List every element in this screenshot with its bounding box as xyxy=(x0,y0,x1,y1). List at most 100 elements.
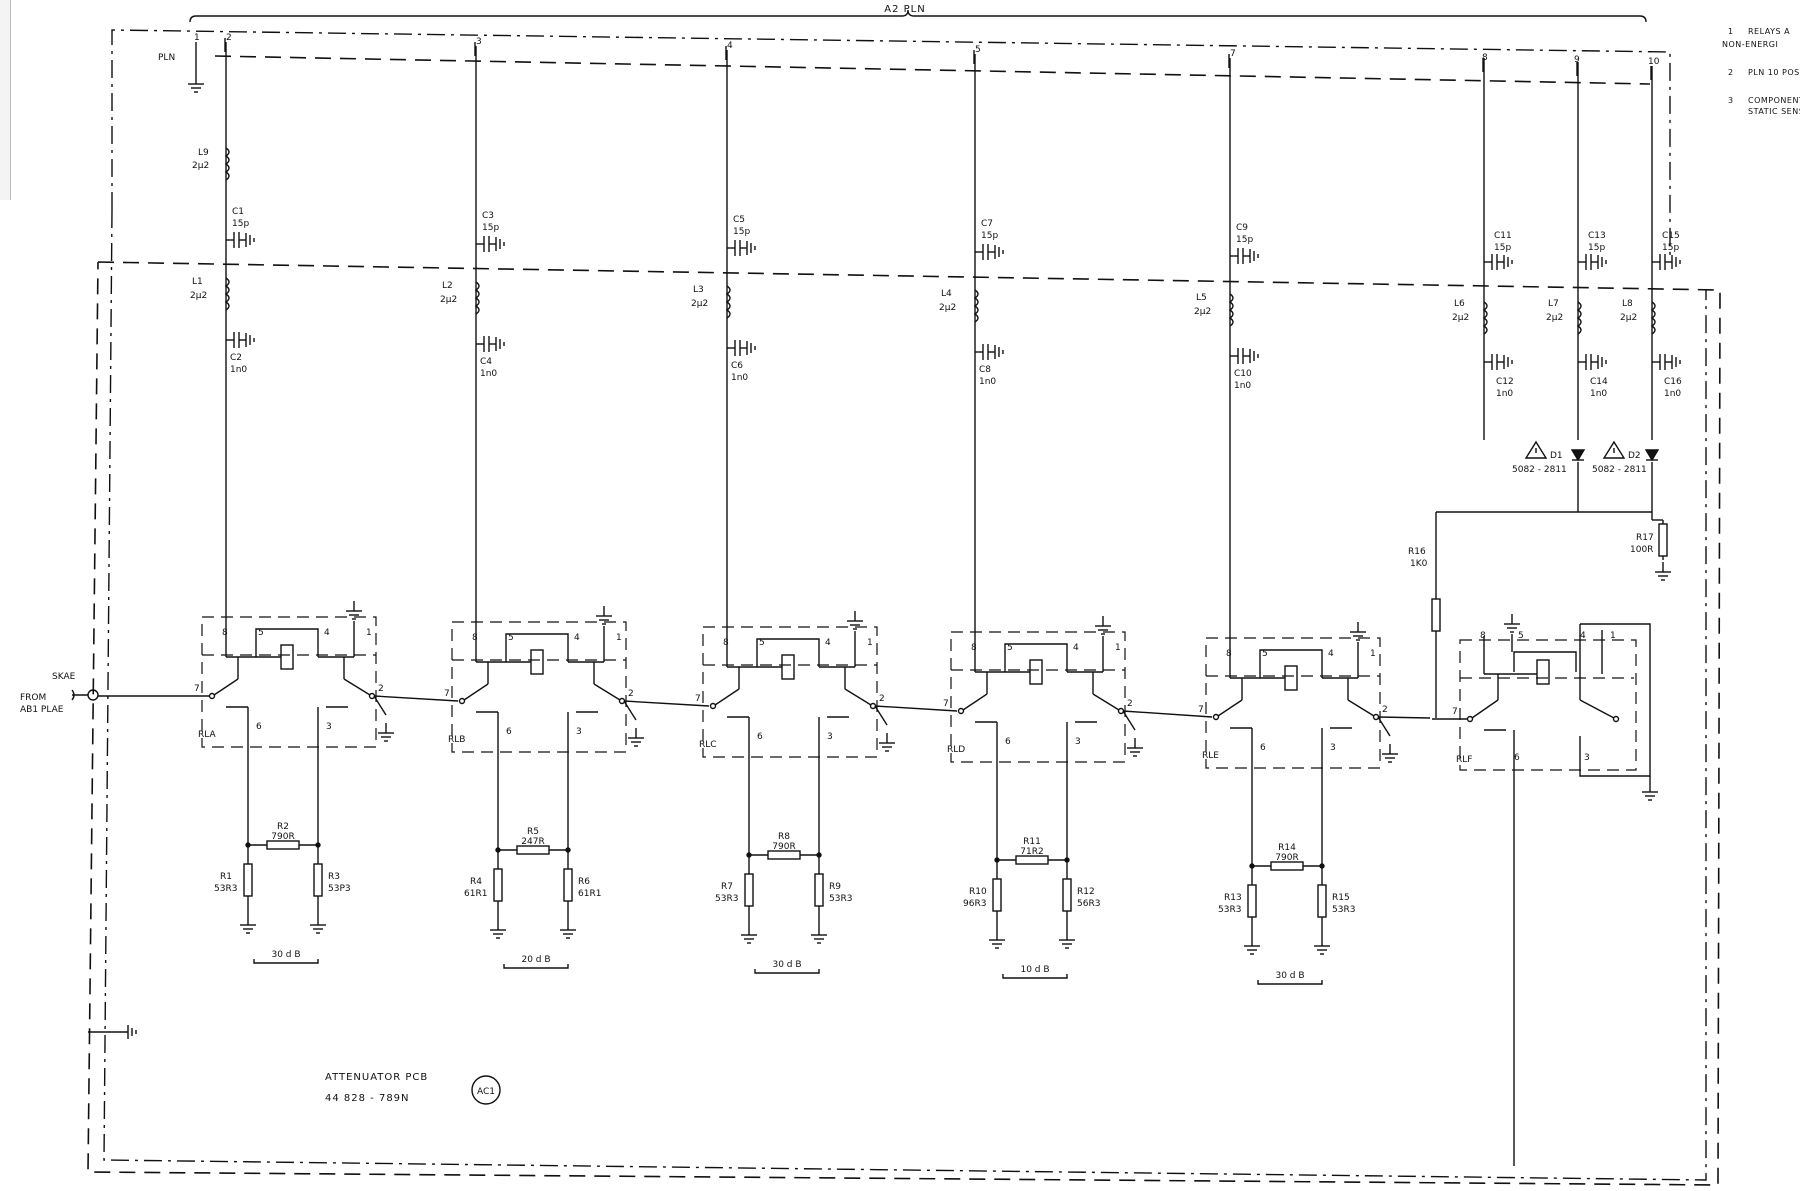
pin4-label: 4 xyxy=(1580,631,1586,641)
pin5-label: 5 xyxy=(508,633,514,643)
pin6-label: 6 xyxy=(757,732,763,742)
contact-right xyxy=(1117,707,1125,715)
diode-1-warning-icon xyxy=(1524,440,1548,459)
series-r-value: 790R xyxy=(1275,853,1298,863)
pin8-label: 8 xyxy=(723,638,729,648)
cap-top-value: 15p xyxy=(232,219,249,229)
inductor-ref: L1 xyxy=(192,277,203,287)
shunt-left-ref: R1 xyxy=(220,872,232,882)
inductor-value: 2μ2 xyxy=(691,299,708,309)
pin6-label: 6 xyxy=(506,727,512,737)
attenuation-bracket xyxy=(503,964,569,969)
shunt-right-value: 61R1 xyxy=(578,889,601,899)
series-r-value: 790R xyxy=(271,832,294,842)
relay-box xyxy=(201,616,377,748)
relay-coil-frame xyxy=(1004,643,1068,672)
pin7-label: 7 xyxy=(1198,705,1204,715)
series-r-ref: R2 xyxy=(277,822,289,832)
attenuation-bracket xyxy=(1257,980,1323,985)
diode-1-icon xyxy=(1570,449,1586,462)
series-resistor-icon xyxy=(516,845,550,855)
inductor-icon xyxy=(224,277,230,311)
pin1-label: 1 xyxy=(867,638,873,648)
relay-case-ground-lead xyxy=(1122,710,1136,731)
switch-arm-right xyxy=(593,683,621,701)
pln-frame xyxy=(111,29,1671,260)
inductor-top-ref: L9 xyxy=(198,148,209,158)
inductor-value: 2μ2 xyxy=(1620,313,1637,323)
pin6-label: 6 xyxy=(256,722,262,732)
pin3-label: 3 xyxy=(1075,737,1081,747)
contact-right xyxy=(1372,713,1380,721)
signal-line xyxy=(1377,716,1431,719)
diode-2-icon xyxy=(1644,449,1660,462)
r17-ref: R17 xyxy=(1636,533,1654,543)
series-resistor-icon xyxy=(1015,855,1049,865)
attenuation-bracket xyxy=(1002,974,1068,979)
pin3-label: 3 xyxy=(1584,753,1590,763)
pin6-label: 6 xyxy=(1005,737,1011,747)
cap-top-value: 15p xyxy=(1588,243,1605,253)
shunt-left-value: 96R3 xyxy=(963,899,986,909)
series-r-value: 71R2 xyxy=(1020,847,1043,857)
bracket-label: A2 PLN xyxy=(884,4,925,15)
shunt-right-value: 53R3 xyxy=(829,894,852,904)
shunt-left-value: 53R3 xyxy=(1218,905,1241,915)
attenuation-bracket xyxy=(253,959,319,964)
pin3-label: 3 xyxy=(827,732,833,742)
series-r-ref: R11 xyxy=(1023,837,1041,847)
switch-arm-right xyxy=(1092,693,1120,711)
inductor-value: 2μ2 xyxy=(1546,313,1563,323)
inner-frame xyxy=(103,209,1707,1181)
shunt-right-value: 53P3 xyxy=(328,884,351,894)
inductor-icon xyxy=(725,285,731,319)
shunt-left-ref: R7 xyxy=(721,882,733,892)
pcb-ref-circle xyxy=(471,1075,501,1105)
inductor-value: 2μ2 xyxy=(1194,307,1211,317)
series-r-ref: R14 xyxy=(1278,843,1296,853)
relay-case-ground-lead xyxy=(1377,716,1391,737)
pin4-label: 4 xyxy=(1328,649,1334,659)
relay-case-ground-lead xyxy=(874,705,888,726)
pin8-label: 8 xyxy=(472,633,478,643)
pin2-label: 2 xyxy=(1127,699,1133,709)
relay-label: RLB xyxy=(448,735,465,745)
shunt-right-resistor-icon xyxy=(313,863,323,897)
inductor-ref: L2 xyxy=(442,281,453,291)
r16-value: 1K0 xyxy=(1410,559,1428,569)
cap-bottom-ref: C16 xyxy=(1664,377,1682,387)
cap-bottom-value: 1n0 xyxy=(480,369,497,379)
signal-line xyxy=(373,695,459,702)
relay-coil-icon xyxy=(280,644,294,670)
switch-arm-left xyxy=(1217,699,1243,717)
switch-arm-right xyxy=(1579,699,1615,719)
attenuation-label: 30 d B xyxy=(1275,971,1304,981)
note-3-line2: STATIC SENS xyxy=(1748,107,1800,116)
inductor-top-value: 2μ2 xyxy=(192,161,209,171)
shunt-right-value: 53R3 xyxy=(1332,905,1355,915)
diode-2-ref: D2 xyxy=(1628,451,1641,461)
inductor-icon xyxy=(973,289,979,323)
relay-coil-icon xyxy=(530,649,544,675)
shunt-left-ref: R10 xyxy=(969,887,987,897)
relay-box xyxy=(451,621,627,753)
note-2-line1: PLN 10 POS xyxy=(1748,68,1800,77)
cap-top-ref: C9 xyxy=(1236,223,1248,233)
pin7-label: 7 xyxy=(943,699,949,709)
pin1-label: 1 xyxy=(616,633,622,643)
shunt-right-ref: R12 xyxy=(1077,887,1095,897)
relay-box xyxy=(702,626,878,758)
pin1-label: 1 xyxy=(366,628,372,638)
pin7-label: 7 xyxy=(1452,707,1458,717)
note-1-line2: NON-ENERGI xyxy=(1722,40,1778,49)
contact-right xyxy=(1612,715,1620,723)
shunt-right-resistor-icon xyxy=(1317,884,1327,918)
relay-coil-icon xyxy=(781,654,795,680)
r16-ref: R16 xyxy=(1408,547,1426,557)
pin-9-label: 9 xyxy=(1574,55,1580,65)
cap-bottom-ref: C6 xyxy=(731,361,743,371)
switch-arm-right xyxy=(844,688,872,706)
